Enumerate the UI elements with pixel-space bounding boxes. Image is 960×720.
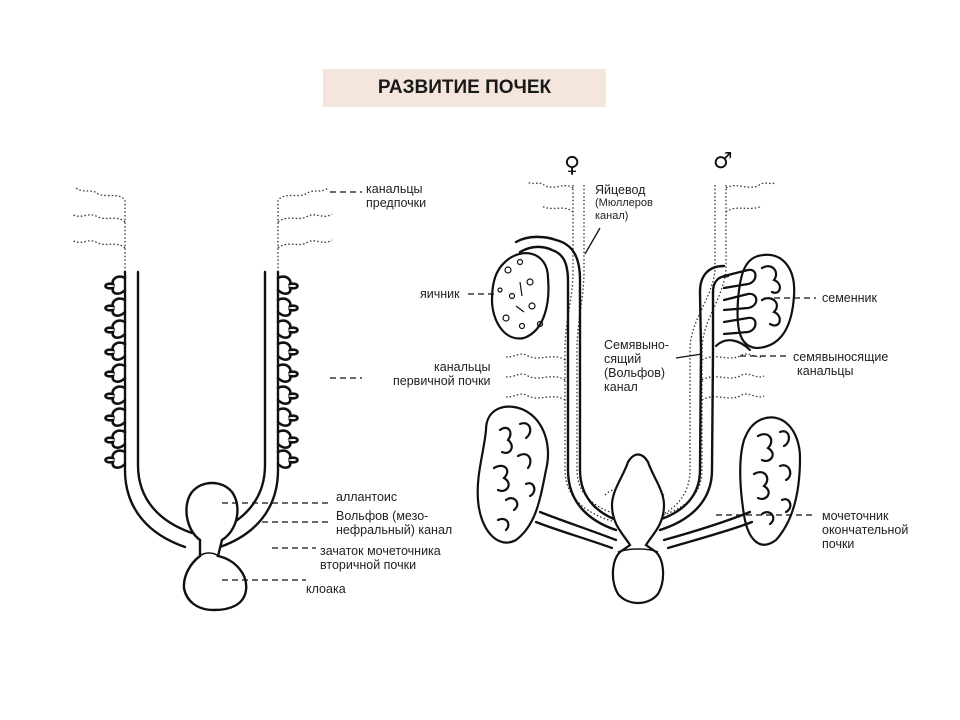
right-kidney [739, 416, 802, 546]
label-vas-deferens: Семявыно- сящий (Вольфов) канал [604, 338, 669, 394]
allantois-cloaca [182, 481, 248, 612]
label-line: семявыносящие [793, 350, 889, 364]
mesonephros-tubules-right [276, 275, 299, 469]
label-line: нефральный) канал [336, 523, 453, 537]
label-line: канальцы [797, 364, 854, 378]
label-line: мочеточник [822, 509, 889, 523]
label-line: первичной почки [393, 374, 491, 388]
ovary [490, 252, 550, 340]
urogenital-sinus [610, 453, 666, 605]
vas-deferens [650, 264, 730, 532]
left-kidney [476, 405, 550, 544]
label-cloaca: клоака [306, 582, 346, 596]
label-line: канал [604, 380, 638, 394]
label-line: Яйцевод [595, 183, 646, 197]
pronephros-tubules [71, 187, 333, 272]
label-pronephros-tubules: канальцы предпочки [366, 182, 426, 210]
label-line: почки [822, 537, 855, 551]
male-symbol-icon: ♂ [713, 149, 733, 174]
label-ovary: яичник [420, 287, 460, 301]
ureters [534, 510, 754, 550]
label-line: канальцы [366, 182, 423, 196]
label-line: (Мюллеров [595, 197, 653, 209]
oviduct [514, 235, 624, 532]
label-ureter: мочеточник окончательной почки [822, 509, 908, 551]
label-line: канальцы [434, 360, 491, 374]
label-mesonephros-tubules: канальцы первичной почки [393, 360, 491, 388]
right-embryo-diagram [476, 181, 802, 605]
label-testis: семенник [822, 291, 878, 305]
label-line: канал) [595, 209, 629, 222]
label-line: (Вольфов) [604, 366, 666, 380]
mesonephros-tubules-left [104, 275, 127, 469]
arrow-lines [584, 227, 703, 359]
label-line: предпочки [366, 196, 427, 210]
label-allantois: аллантоис [336, 490, 398, 504]
label-efferent-ductules: семявыносящие канальцы [793, 350, 888, 378]
label-line: Семявыно- [604, 338, 669, 352]
label-line: зачаток мочеточника [320, 544, 441, 558]
female-symbol-icon: ♀ [564, 153, 581, 178]
label-line: сящий [604, 352, 642, 366]
testis [714, 253, 796, 352]
label-line: Вольфов (мезо- [336, 509, 429, 523]
label-line: окончательной [822, 523, 909, 537]
label-ureteric-bud: зачаток мочеточника вторичной почки [320, 544, 441, 572]
page-title: РАЗВИТИЕ ПОЧЕК [377, 77, 552, 98]
label-oviduct: Яйцевод (Мюллеров канал) [595, 183, 653, 222]
leader-lines [222, 191, 816, 581]
label-wolffian-duct: Вольфов (мезо- нефральный) канал [336, 509, 452, 537]
left-embryo-diagram [71, 187, 333, 612]
label-line: вторичной почки [320, 558, 417, 572]
title-banner: РАЗВИТИЕ ПОЧЕК [323, 69, 606, 107]
